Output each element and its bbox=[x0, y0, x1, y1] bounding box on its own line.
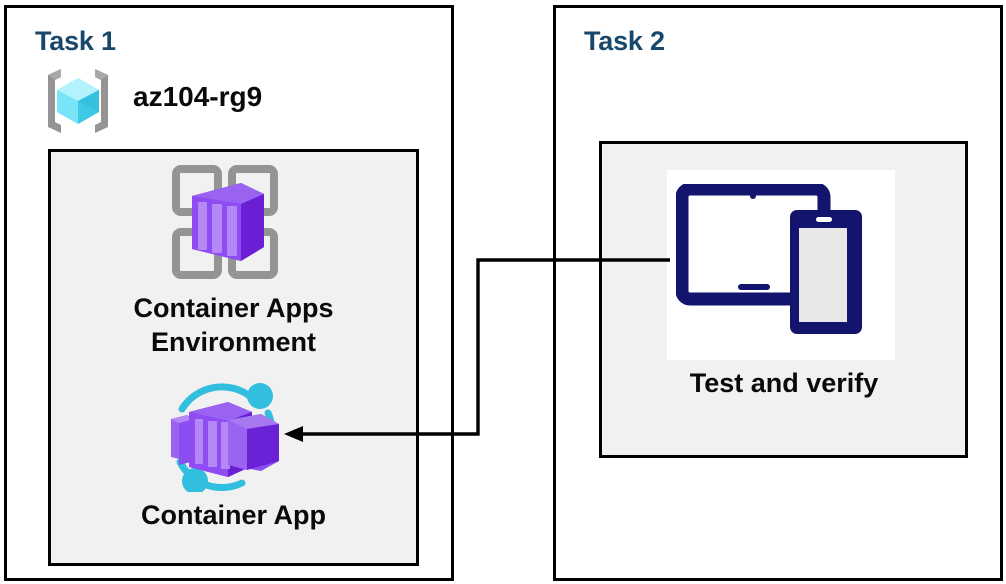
cae-label-line-1: Container Apps bbox=[133, 293, 334, 323]
task-1-title: Task 1 bbox=[35, 26, 116, 56]
container-app-icon bbox=[165, 382, 288, 494]
test-and-verify-devices-icon bbox=[675, 182, 886, 346]
resource-group-icon bbox=[41, 65, 115, 137]
resource-group-label: az104-rg9 bbox=[133, 81, 263, 112]
task-1-panel: Task 1 az104-rg9 bbox=[4, 5, 454, 581]
container-apps-environment-icon bbox=[170, 163, 280, 281]
container-apps-environment-label: Container Apps Environment bbox=[58, 291, 409, 359]
test-and-verify-icon-background bbox=[667, 170, 895, 360]
resource-group-row: az104-rg9 bbox=[41, 63, 341, 138]
task-2-title: Task 2 bbox=[584, 26, 665, 56]
test-and-verify-label: Test and verify bbox=[689, 368, 879, 398]
container-app-label: Container App bbox=[141, 500, 326, 530]
cae-label-line-2: Environment bbox=[150, 327, 317, 357]
